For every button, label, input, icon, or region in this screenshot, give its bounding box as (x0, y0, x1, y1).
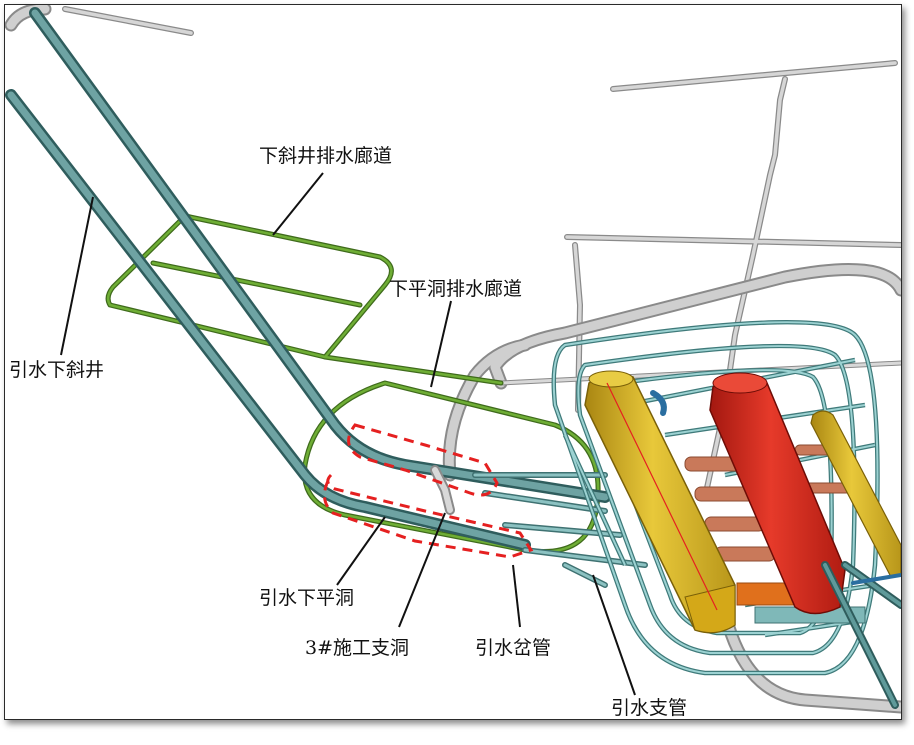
tunnel-system-diagram (5, 5, 901, 714)
gray-access-tunnels (5, 5, 901, 714)
label-lower-incline-drain: 下斜井排水廊道 (259, 145, 393, 167)
label-headrace-flat: 引水下平洞 (259, 587, 355, 609)
label-adit-3: 3#施工支洞 (305, 637, 410, 659)
label-headrace-incline: 引水下斜井 (9, 359, 105, 381)
label-headrace-branch: 引水支管 (611, 697, 688, 719)
highlight-outlines (323, 423, 534, 559)
label-headrace-manifold: 引水岔管 (475, 637, 552, 659)
tailrace-tunnels (650, 390, 901, 709)
label-lower-flat-drain: 下平洞排水廊道 (389, 278, 523, 300)
transformer-cavern (709, 372, 846, 615)
diagram-frame: 下斜井排水廊道 下平洞排水廊道 引水下斜井 引水下平洞 3#施工支洞 引水岔管 … (4, 4, 902, 720)
main-powerhouse-cavern (584, 370, 736, 634)
leader-lines (60, 172, 636, 696)
